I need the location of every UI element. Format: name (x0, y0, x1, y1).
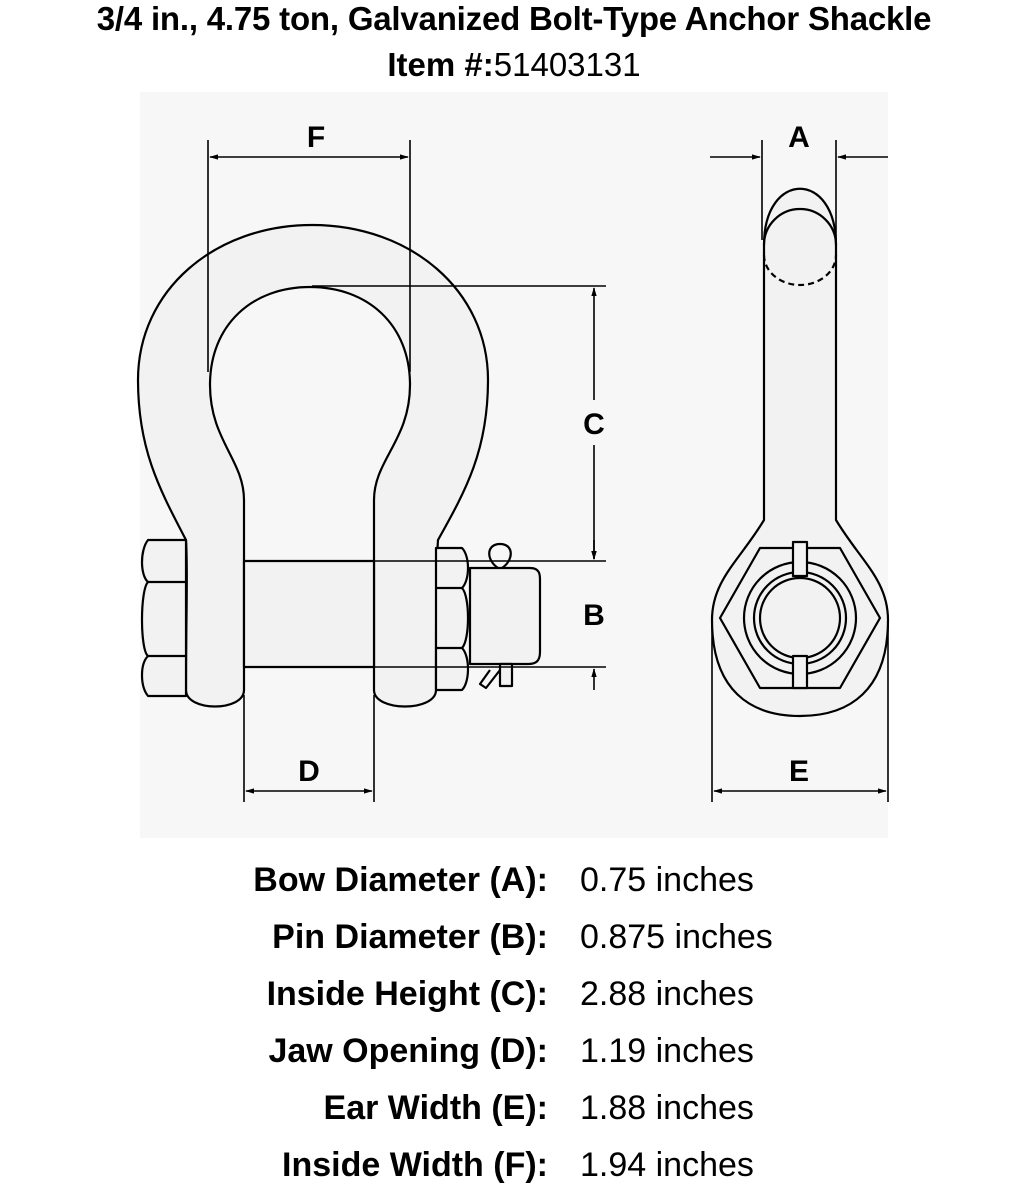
side-cotter-top (791, 540, 809, 578)
spec-label: Pin Diameter (B): (272, 918, 548, 956)
spec-row-jaw-opening: Jaw Opening (D): 1.19 inches (0, 1026, 1028, 1076)
bolt-tail (468, 566, 542, 666)
spec-value: 1.94 inches (580, 1146, 754, 1184)
side-view (710, 187, 890, 718)
nut (434, 546, 470, 692)
spec-value: 1.19 inches (580, 1032, 754, 1070)
product-title: 3/4 in., 4.75 ton, Galvanized Bolt-Type … (96, 0, 932, 37)
spec-row-inside-width: Inside Width (F): 1.94 inches (0, 1140, 1028, 1190)
item-number-line: Item #:51403131 (0, 46, 1028, 84)
front-view (136, 223, 542, 708)
spec-label: Jaw Opening (D): (268, 1032, 548, 1070)
spec-label: Ear Width (E): (323, 1089, 548, 1127)
spec-row-inside-height: Inside Height (C): 2.88 inches (0, 969, 1028, 1019)
spec-row-pin-diameter: Pin Diameter (B): 0.875 inches (0, 912, 1028, 962)
side-cotter-bottom (791, 654, 809, 690)
spec-label: Bow Diameter (A): (253, 861, 548, 899)
side-top-circle (762, 207, 838, 246)
spec-label: Inside Width (F): (282, 1146, 548, 1184)
dimension-label-e: E (789, 755, 809, 788)
item-number: 51403131 (493, 46, 641, 83)
dimension-label-b: B (583, 599, 605, 632)
dimension-label-f: F (307, 121, 325, 154)
spec-row-bow-diameter: Bow Diameter (A): 0.75 inches (0, 855, 1028, 905)
shackle-pin (242, 559, 376, 669)
spec-value: 2.88 inches (580, 975, 754, 1013)
side-bolt-inner (758, 576, 842, 660)
dimension-label-d: D (298, 755, 320, 788)
dimension-lines (207, 140, 889, 802)
spec-value: 0.75 inches (580, 861, 754, 899)
spec-label: Inside Height (C): (266, 975, 548, 1013)
spec-value: 1.88 inches (580, 1089, 754, 1127)
item-number-prefix: Item #: (387, 46, 494, 83)
cotter-pin (488, 542, 512, 569)
spec-value: 0.875 inches (580, 918, 773, 956)
dimension-label-c: C (583, 408, 605, 441)
spec-row-ear-width: Ear Width (E): 1.88 inches (0, 1083, 1028, 1133)
dimension-label-a: A (788, 121, 810, 154)
bolt-head (140, 538, 188, 698)
